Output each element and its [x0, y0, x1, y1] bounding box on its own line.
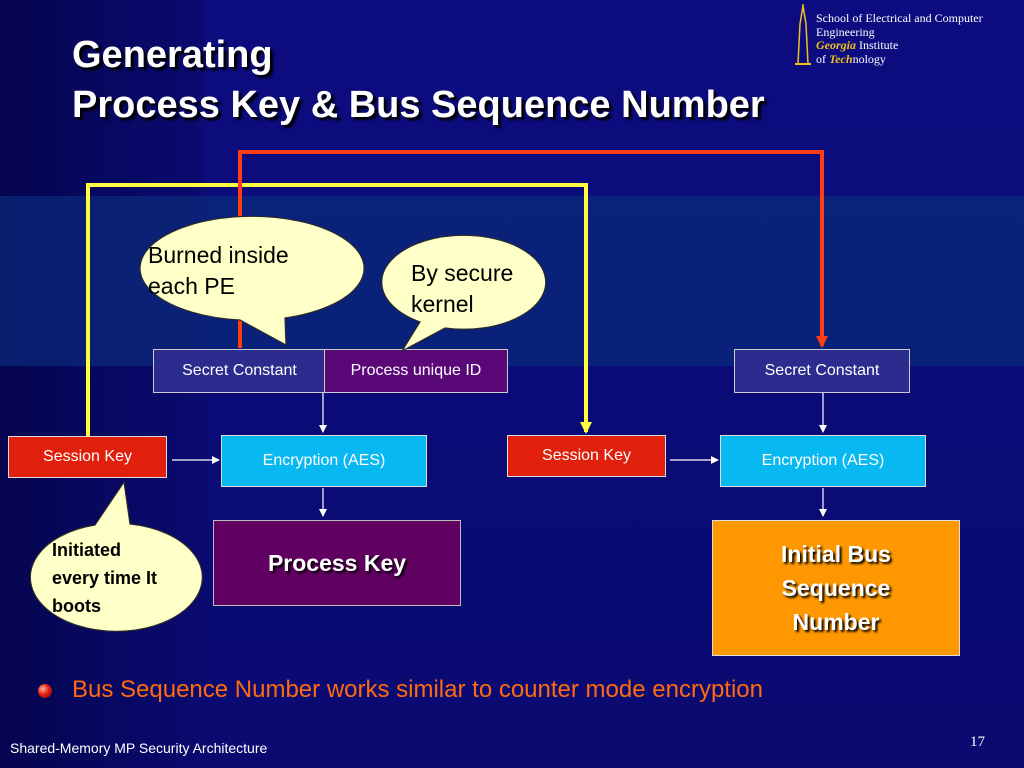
- title-line-2: Process Key & Bus Sequence Number: [72, 84, 765, 126]
- slide-title: Generating Process Key & Bus Sequence Nu…: [72, 30, 765, 130]
- callout-kernel-bubble: [381, 234, 547, 353]
- logo-of: of: [816, 51, 829, 66]
- initial-bus-sequence-box: Initial Bus Sequence Number: [712, 520, 960, 656]
- yellow-connector: [86, 183, 592, 436]
- callout-burned-text: Burned inside each PE: [148, 242, 289, 299]
- secret-constant-right: Secret Constant: [734, 349, 910, 393]
- logo-georgia: Georgia: [816, 38, 856, 52]
- tower-icon: [795, 4, 811, 65]
- logo-nology: nology: [852, 51, 886, 66]
- session-key-left: Session Key: [8, 436, 167, 478]
- callout-boots-bubble: [29, 480, 203, 632]
- title-line-1: Generating: [72, 34, 273, 76]
- logo-tech: Tech: [829, 51, 853, 66]
- bullet-icon: [38, 684, 52, 698]
- callout-burned-bubble: [139, 215, 365, 347]
- logo-institute: Institute: [856, 38, 899, 52]
- process-unique-id: Process unique ID: [324, 349, 508, 393]
- logo-line-3: Georgia Institute: [816, 38, 983, 53]
- logo-line-2: Engineering: [816, 24, 875, 39]
- process-key-box: Process Key: [213, 520, 461, 606]
- secret-constant-left: Secret Constant: [153, 349, 326, 393]
- callout-boots-text: Initiated every time It boots: [52, 540, 158, 616]
- logo-text: School of Electrical and Computer Engine…: [816, 11, 983, 67]
- encryption-aes-left: Encryption (AES): [221, 435, 427, 487]
- page-number: 17: [970, 734, 985, 750]
- logo-line-1: School of Electrical and Computer: [816, 11, 983, 25]
- bullet-text: Bus Sequence Number works similar to cou…: [72, 676, 763, 703]
- georgia-tech-logo: School of Electrical and Computer Engine…: [792, 4, 1024, 68]
- logo-line-4: of Technology: [816, 51, 983, 67]
- encryption-aes-right: Encryption (AES): [720, 435, 926, 487]
- footer-text: Shared-Memory MP Security Architecture: [10, 740, 268, 756]
- callout-kernel-text: By secure kernel: [411, 260, 514, 317]
- session-key-right: Session Key: [507, 435, 666, 477]
